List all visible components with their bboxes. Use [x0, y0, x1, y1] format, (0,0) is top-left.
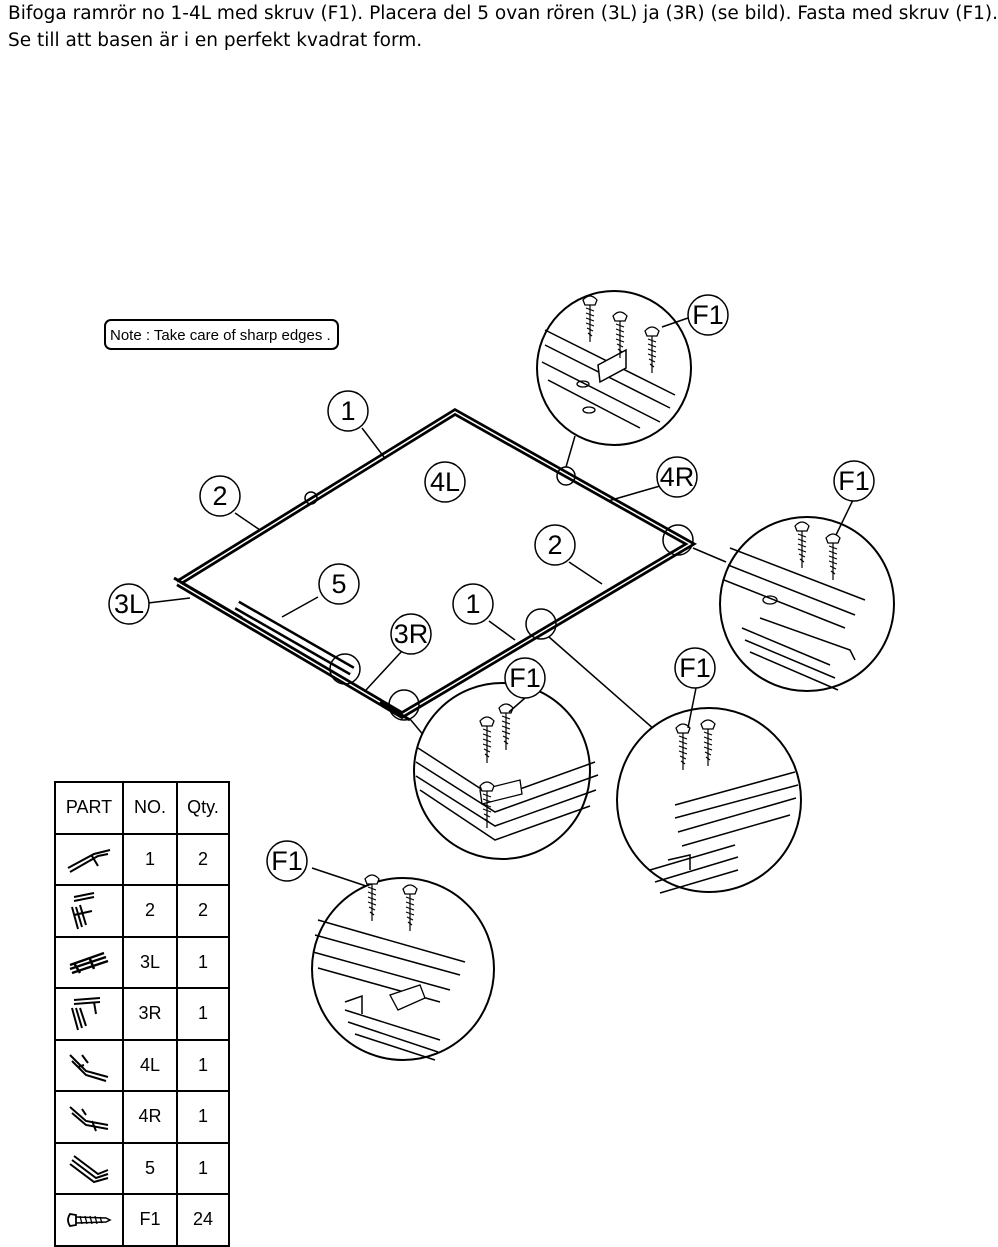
- svg-text:F1: F1: [271, 846, 303, 876]
- tube-4r-icon: [54, 1090, 124, 1144]
- table-row: 1 2: [54, 832, 230, 886]
- part-qty: 1: [176, 1090, 230, 1144]
- svg-text:1: 1: [465, 589, 480, 619]
- label-5: 5: [318, 563, 360, 605]
- label-f1-c: F1: [504, 657, 546, 699]
- note-text: Note : Take care of sharp edges .: [110, 327, 331, 344]
- part-qty: 1: [176, 935, 230, 989]
- instruction-line-1: Bifoga ramrör no 1-4L med skruv (F1). Pl…: [8, 3, 998, 24]
- table-row: 4R 1: [54, 1090, 230, 1144]
- part-no: 4R: [122, 1090, 178, 1144]
- part-qty: 2: [176, 832, 230, 886]
- part-no: 4L: [122, 1038, 178, 1092]
- svg-text:4L: 4L: [430, 467, 460, 497]
- svg-text:2: 2: [547, 530, 562, 560]
- table-row: 5 1: [54, 1141, 230, 1195]
- svg-text:1: 1: [340, 396, 355, 426]
- tube-3r-icon: [54, 987, 124, 1041]
- svg-text:F1: F1: [679, 653, 711, 683]
- instruction-text: Bifoga ramrör no 1-4L med skruv (F1). Pl…: [8, 0, 998, 54]
- frame-drawing: [173, 407, 697, 722]
- label-4r: 4R: [656, 456, 698, 498]
- label-2b: 2: [534, 524, 576, 566]
- part-no: 2: [122, 884, 178, 938]
- part-qty: 1: [176, 1141, 230, 1195]
- part-no: 1: [122, 832, 178, 886]
- table-row: 2 2: [54, 884, 230, 938]
- instruction-line-2: Se till att basen är i en perfekt kvadra…: [8, 30, 423, 51]
- part-qty: 1: [176, 987, 230, 1041]
- label-4l: 4L: [424, 461, 466, 503]
- part-qty: 1: [176, 1038, 230, 1092]
- label-f1-b: F1: [833, 460, 875, 502]
- part-5-icon: [54, 1141, 124, 1195]
- detail-top: [536, 290, 692, 446]
- table-row: 3R 1: [54, 987, 230, 1041]
- table-row: 4L 1: [54, 1038, 230, 1092]
- detail-lower: [311, 874, 495, 1061]
- table-row: 3L 1: [54, 935, 230, 989]
- label-f1-d: F1: [674, 647, 716, 689]
- label-2a: 2: [199, 475, 241, 517]
- tube-4l-icon: [54, 1038, 124, 1092]
- svg-text:2: 2: [212, 481, 227, 511]
- f1-leaders: [311, 317, 854, 887]
- svg-text:3L: 3L: [114, 589, 144, 619]
- part-qty: 24: [176, 1193, 230, 1247]
- svg-text:5: 5: [331, 569, 346, 599]
- label-3r: 3R: [390, 613, 432, 655]
- svg-text:3R: 3R: [394, 619, 429, 649]
- parts-table-header: PART NO. Qty.: [54, 781, 230, 835]
- header-qty: Qty.: [176, 781, 230, 835]
- note-box: Note : Take care of sharp edges .: [104, 319, 339, 350]
- tube-3l-icon: [54, 935, 124, 989]
- part-no: 3L: [122, 935, 178, 989]
- detail-right: [719, 516, 895, 692]
- part-no: 3R: [122, 987, 178, 1041]
- header-part: PART: [54, 781, 124, 835]
- part-no: 5: [122, 1141, 178, 1195]
- header-no: NO.: [122, 781, 178, 835]
- label-3l: 3L: [108, 583, 150, 625]
- part-no: F1: [122, 1193, 178, 1247]
- svg-text:F1: F1: [509, 663, 541, 693]
- parts-table: PART NO. Qty. 1 2 2 2 3L 1 3R 1 4L 1 4R …: [54, 781, 230, 1247]
- label-1a: 1: [327, 390, 369, 432]
- label-f1-e: F1: [266, 840, 308, 882]
- table-row: F1 24: [54, 1193, 230, 1247]
- screw-icon: [54, 1193, 124, 1247]
- svg-text:F1: F1: [692, 300, 724, 330]
- detail-bottom-right: [616, 707, 802, 894]
- label-f1-a: F1: [687, 294, 729, 336]
- leader-lines: [147, 427, 727, 738]
- part-qty: 2: [176, 884, 230, 938]
- svg-text:F1: F1: [838, 466, 870, 496]
- label-1b: 1: [452, 583, 494, 625]
- frame-tube-2-icon: [54, 884, 124, 938]
- assembly-diagram: Note : Take care of sharp edges .: [104, 290, 895, 1061]
- detail-bottom-left: [413, 682, 599, 860]
- svg-text:4R: 4R: [660, 462, 695, 492]
- frame-tube-1-icon: [54, 832, 124, 886]
